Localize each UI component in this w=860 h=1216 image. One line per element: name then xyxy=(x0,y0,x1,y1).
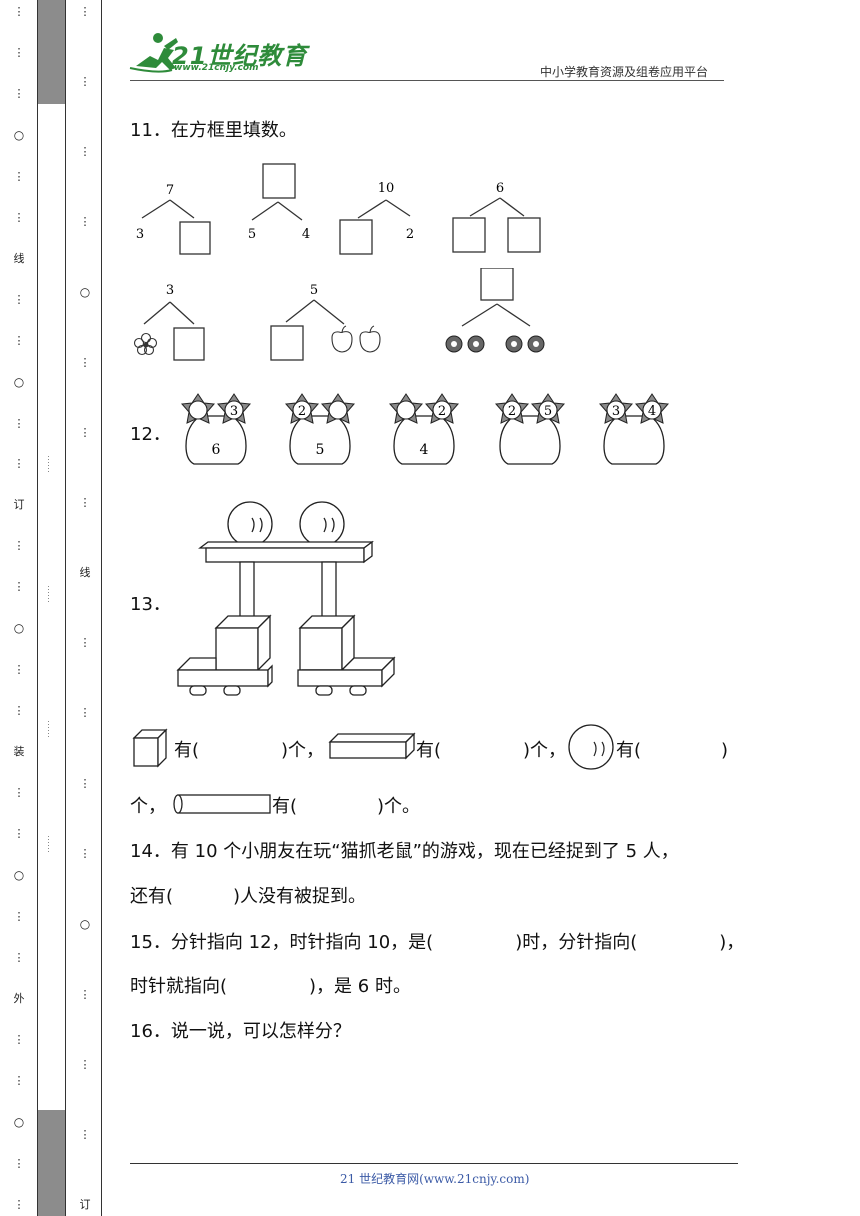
bond-right: 2 xyxy=(406,227,414,242)
flower-pair-icon xyxy=(445,335,485,353)
q13-line2-text: 个， xyxy=(130,796,166,817)
q13-number: 13． xyxy=(130,594,171,615)
apple-icon xyxy=(331,325,353,353)
binding-label: 线 xyxy=(79,566,91,580)
number-bond: 5 xyxy=(270,283,381,361)
runner-logo-icon xyxy=(129,33,178,73)
bond-top: 5 xyxy=(310,283,318,298)
vase-with-flowers: 3 6 xyxy=(181,393,251,465)
answer-box[interactable] xyxy=(480,268,514,301)
q13-line1-text: 有()个， xyxy=(174,740,325,761)
number-bond: 5 4 xyxy=(248,163,310,242)
answer-box[interactable] xyxy=(179,221,211,255)
q11-number-bonds-row2: 3 5 xyxy=(133,268,545,361)
binding-label: 外 xyxy=(13,991,25,1005)
ball-shape xyxy=(227,501,273,547)
number-bond: 7 3 xyxy=(136,183,211,255)
q15-line2: 时针就指向()，是 6 时。 xyxy=(130,976,411,997)
q13-block-structure xyxy=(176,501,396,696)
number-bond: 3 xyxy=(133,283,205,361)
number-bond xyxy=(445,268,545,353)
cuboid-icon xyxy=(328,732,416,760)
cube-icon xyxy=(132,728,168,768)
binding-strip-shade xyxy=(38,0,65,104)
binding-label: 订 xyxy=(79,1197,91,1211)
binding-margin-outer: ⋮⋮⋮○⋮⋮ 线 ⋮⋮○⋮⋮ 订 ⋮⋮○⋮⋮ 装 ⋮⋮○⋮⋮ 外 ⋮⋮○⋮⋮ xyxy=(13,5,25,1211)
q15-line1: 15．分针指向 12，时针指向 10，是()时，分针指向()， xyxy=(130,932,745,953)
footer-rule xyxy=(130,1163,738,1164)
q13-line2-text: 有()个。 xyxy=(272,796,421,817)
q12-number: 12． xyxy=(130,424,171,445)
bond-right: 4 xyxy=(302,227,310,242)
flower-pair-icon xyxy=(505,335,545,353)
number-bond: 10 2 xyxy=(339,181,414,255)
flower-right-number: 5 xyxy=(544,404,552,419)
answer-box[interactable] xyxy=(339,219,373,255)
flower-left-number: 2 xyxy=(298,404,306,419)
bond-top: 10 xyxy=(378,181,395,196)
answer-box[interactable] xyxy=(452,217,486,253)
vase-with-flowers: 2 4 xyxy=(389,393,459,465)
ball-icon xyxy=(568,724,614,770)
binding-label: 装 xyxy=(13,745,25,759)
q13-line1-text: 有()个， xyxy=(416,740,567,761)
binding-strip: ⋯⋯ ⋯⋯ ⋯⋯ ⋯⋯ xyxy=(37,0,66,1216)
answer-box[interactable] xyxy=(262,163,296,199)
q14-line1: 14．有 10 个小朋友在玩“猫抓老鼠”的游戏，现在已经捉到了 5 人， xyxy=(130,841,679,862)
flower-icon xyxy=(133,332,158,356)
q16-title: 16．说一说，可以怎样分？ xyxy=(130,1021,351,1042)
q11-title: 11．在方框里填数。 xyxy=(130,120,297,141)
bond-top: 6 xyxy=(496,181,504,196)
bond-top: 7 xyxy=(166,183,174,198)
binding-rule xyxy=(101,0,102,1216)
vase-with-flowers: 2 5 xyxy=(495,393,565,465)
header-platform-text: 中小学教育资源及组卷应用平台 xyxy=(540,65,709,79)
ball-shape xyxy=(299,501,345,547)
vase-with-flowers: 2 5 xyxy=(285,393,355,465)
bond-left: 5 xyxy=(248,227,256,242)
vase-number: 6 xyxy=(212,442,221,458)
bond-left: 3 xyxy=(136,227,144,242)
binding-label: 线 xyxy=(13,251,25,265)
flower-right-number: 3 xyxy=(230,404,238,419)
logo-text: 21世纪教育 xyxy=(172,42,308,70)
answer-box[interactable] xyxy=(507,217,541,253)
q12-vases: 3 6 2 5 2 4 2 5 3 4 xyxy=(181,393,669,465)
q13-line1-text: 有() xyxy=(616,740,729,761)
q14-line2: 还有()人没有被捉到。 xyxy=(130,886,367,907)
header-rule xyxy=(130,80,724,81)
footer-text: 21 世纪教育网(www.21cnjy.com) xyxy=(340,1172,530,1186)
flower-left-number: 3 xyxy=(612,404,620,419)
flower-right-number: 4 xyxy=(648,404,656,419)
vase-number: 5 xyxy=(316,442,325,458)
bond-top: 3 xyxy=(166,283,174,298)
answer-box[interactable] xyxy=(173,327,205,361)
logo-url: www.21cnjy.com xyxy=(174,63,259,73)
cylinder-icon xyxy=(173,794,271,814)
binding-strip-shade xyxy=(38,1110,65,1216)
binding-margin-inner: ⋮⋮⋮⋮○⋮⋮⋮ 线 ⋮⋮⋮⋮○⋮⋮⋮ 订 xyxy=(79,5,91,1211)
flower-left-number: 2 xyxy=(508,404,516,419)
apple-icon xyxy=(359,325,381,353)
answer-box[interactable] xyxy=(270,325,304,361)
number-bond: 6 xyxy=(452,181,541,253)
vase-number: 4 xyxy=(420,442,429,458)
vase-with-flowers: 3 4 xyxy=(599,393,669,465)
q11-number-bonds-row1: 7 3 5 4 10 2 6 xyxy=(136,163,541,255)
binding-label: 订 xyxy=(13,498,25,512)
flower-right-number: 2 xyxy=(438,404,446,419)
